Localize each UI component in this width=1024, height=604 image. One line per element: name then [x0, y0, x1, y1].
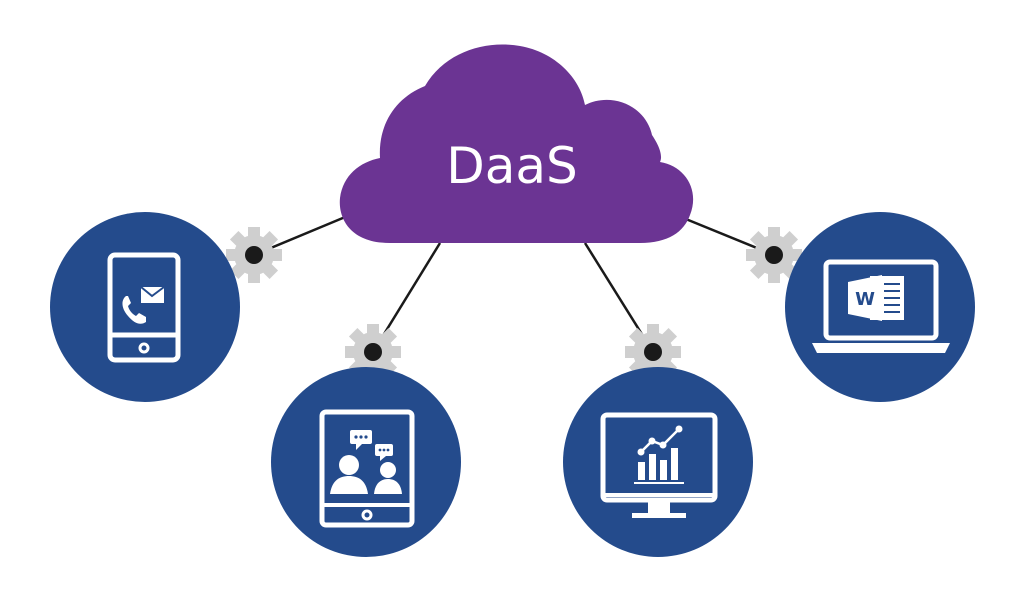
- cloud-label: DaaS: [446, 137, 578, 195]
- device-circle: [50, 212, 240, 402]
- device-desktop-monitor: [563, 367, 753, 557]
- gear-icon: [226, 227, 282, 283]
- phone-with-call-and-mail-icon: [107, 252, 181, 363]
- device-circle: [271, 367, 461, 557]
- tablet-with-chat-users-icon: [319, 409, 415, 528]
- device-circle: [563, 367, 753, 557]
- device-laptop: W: [785, 212, 975, 402]
- daas-cloud: DaaS: [339, 44, 694, 244]
- word-letter: W: [855, 289, 875, 310]
- monitor-with-chart-icon: [600, 412, 718, 518]
- device-tablet: [271, 367, 461, 557]
- device-smartphone: [50, 212, 240, 402]
- laptop-with-word-document-icon: W: [812, 259, 950, 353]
